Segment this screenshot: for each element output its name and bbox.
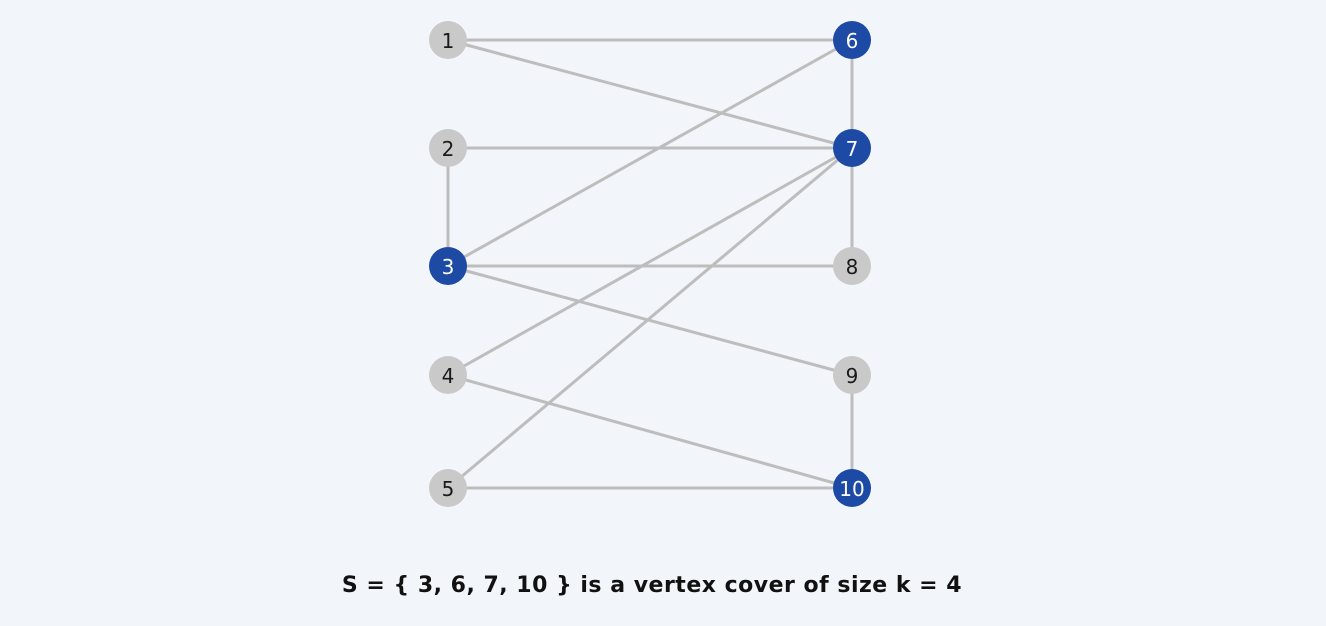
node-label-2: 2 xyxy=(442,137,455,161)
node-2: 2 xyxy=(429,129,467,167)
node-label-4: 4 xyxy=(442,364,455,388)
node-label-1: 1 xyxy=(442,29,455,53)
node-10: 10 xyxy=(833,469,871,507)
node-4: 4 xyxy=(429,356,467,394)
node-label-9: 9 xyxy=(846,364,859,388)
edges-layer xyxy=(446,38,854,490)
node-5: 5 xyxy=(429,469,467,507)
node-circle-7 xyxy=(833,129,871,167)
node-circle-2 xyxy=(429,129,467,167)
node-circle-6 xyxy=(833,21,871,59)
node-9: 9 xyxy=(833,356,871,394)
node-label-5: 5 xyxy=(442,477,455,501)
node-circle-5 xyxy=(429,469,467,507)
nodes-layer: 1 2 3 4 5 6 7 8 9 10 xyxy=(429,21,871,507)
node-circle-9 xyxy=(833,356,871,394)
node-7: 7 xyxy=(833,129,871,167)
node-1: 1 xyxy=(429,21,467,59)
node-circle-10 xyxy=(833,469,871,507)
edge-5-7 xyxy=(446,146,854,490)
node-label-6: 6 xyxy=(846,29,859,53)
node-label-10: 10 xyxy=(839,477,864,501)
node-circle-4 xyxy=(429,356,467,394)
node-label-8: 8 xyxy=(846,255,859,279)
edge-4-10 xyxy=(446,373,854,490)
node-6: 6 xyxy=(833,21,871,59)
edge-3-6 xyxy=(446,38,854,268)
node-circle-1 xyxy=(429,21,467,59)
node-circle-3 xyxy=(429,247,467,285)
node-circle-8 xyxy=(833,247,871,285)
edge-1-7 xyxy=(446,38,854,150)
edge-3-9 xyxy=(446,264,854,377)
node-3: 3 xyxy=(429,247,467,285)
edge-4-7 xyxy=(446,146,854,377)
node-label-3: 3 xyxy=(442,255,455,279)
caption-text: S = { 3, 6, 7, 10 } is a vertex cover of… xyxy=(341,573,963,598)
node-label-7: 7 xyxy=(846,137,859,161)
node-8: 8 xyxy=(833,247,871,285)
